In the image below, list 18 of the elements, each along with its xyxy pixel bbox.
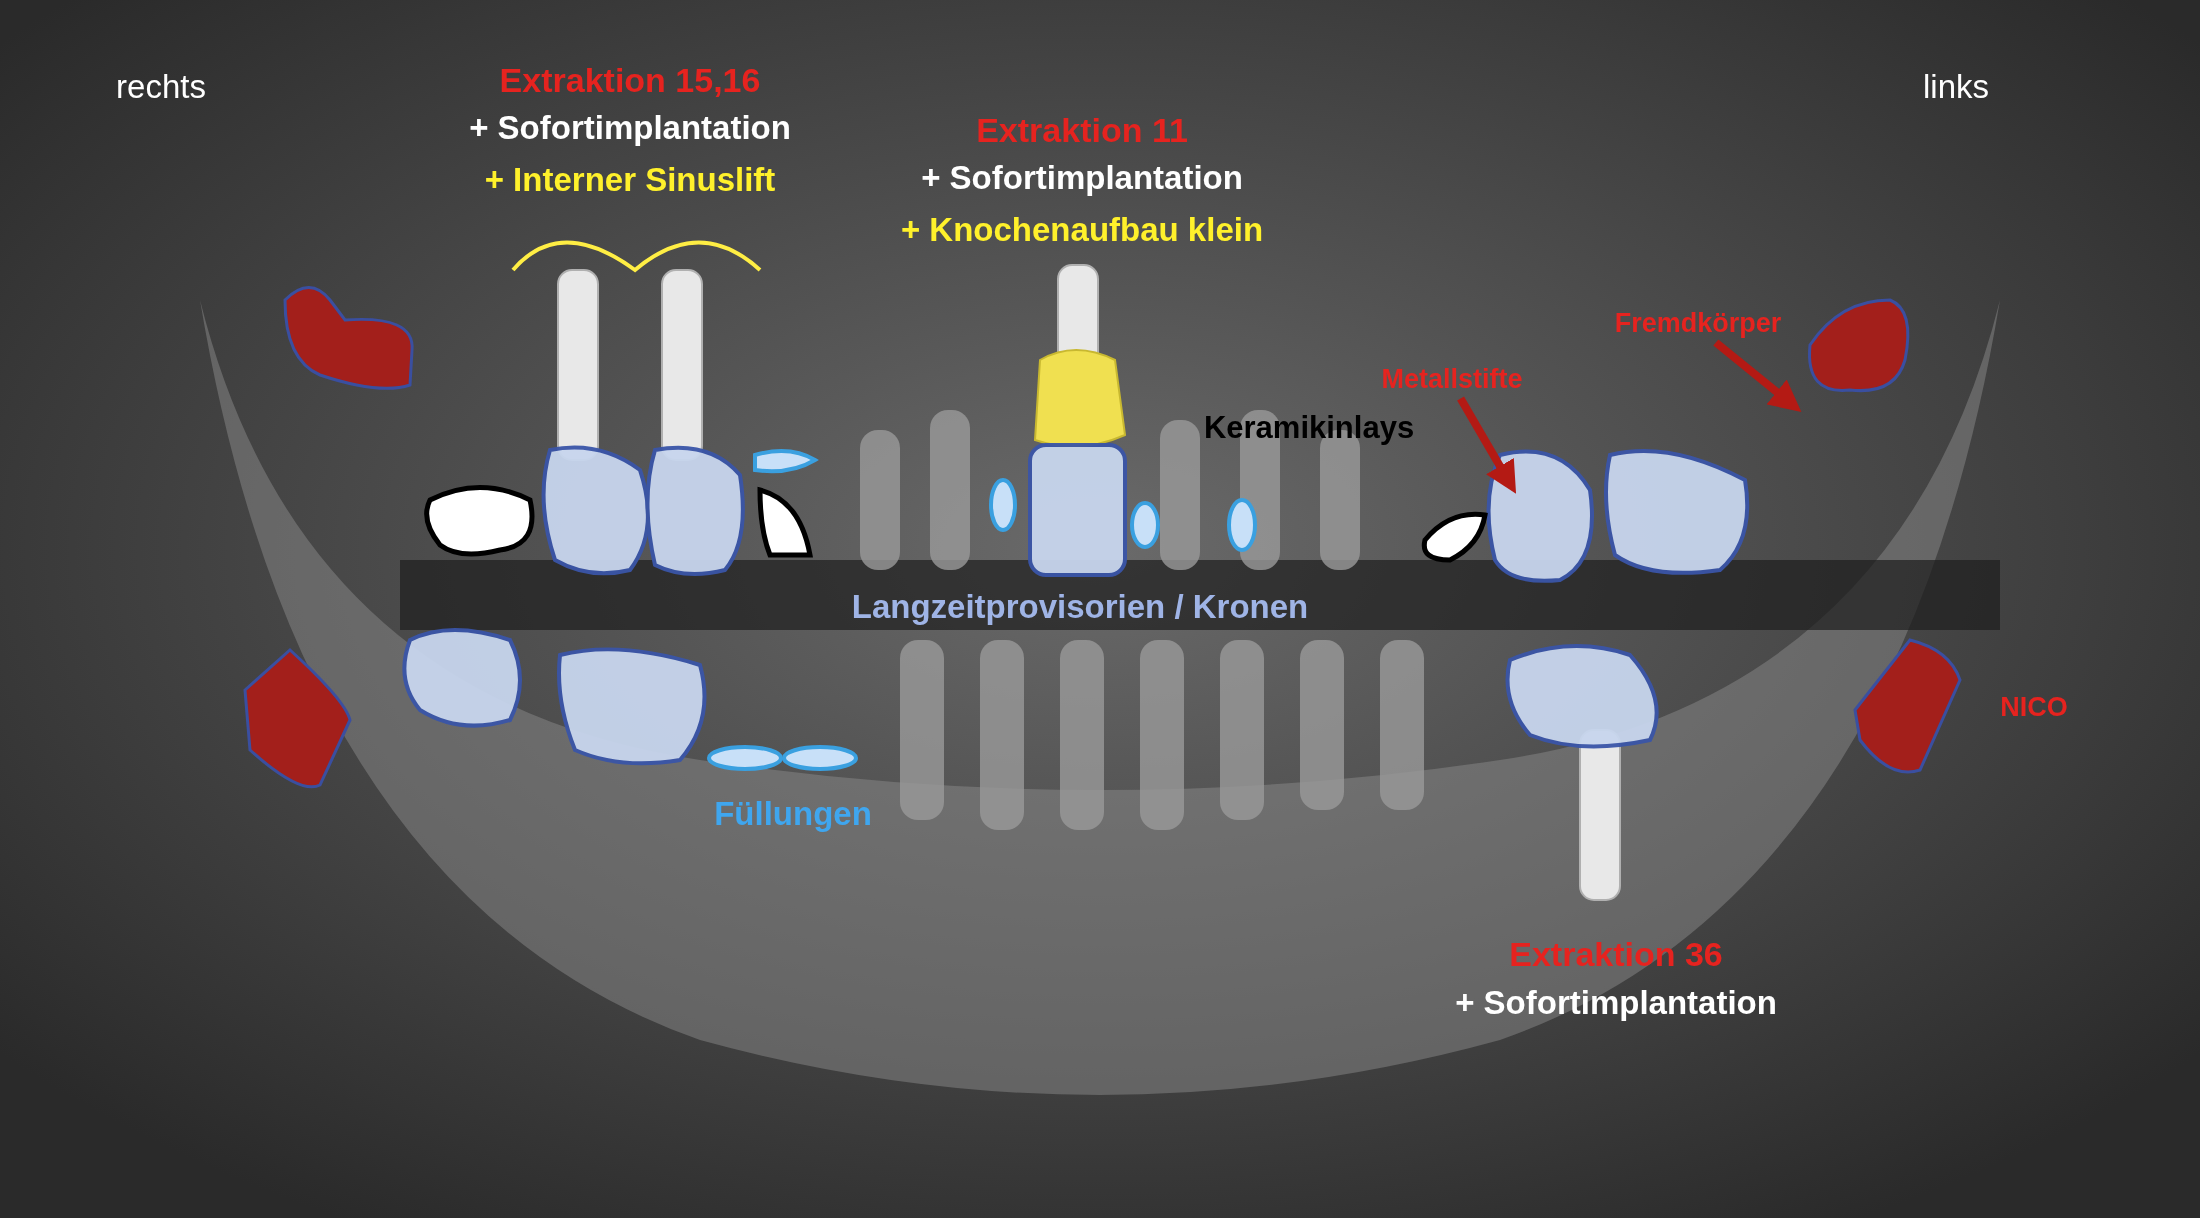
arrow [1713, 339, 1802, 413]
treatment-label: Extraktion 11 [976, 110, 1188, 150]
annotation-label: Füllungen [714, 795, 872, 833]
treatment-label: Extraktion 36 [1509, 934, 1723, 974]
annotation-label: Langzeitprovisorien / Kronen [851, 588, 1309, 626]
treatment-label: + Sofortimplantation [1455, 984, 1777, 1022]
annotation-label: Metallstifte [1381, 363, 1523, 395]
annotation-label: NICO [2000, 691, 2068, 723]
treatment-label: + Sofortimplantation [469, 109, 791, 147]
treatment-label: Extraktion 15,16 [499, 60, 761, 100]
treatment-label: + Knochenaufbau klein [900, 211, 1264, 249]
arrow [1457, 396, 1517, 494]
side-label: rechts [116, 68, 206, 106]
annotation-label: Keramikinlays [1203, 410, 1415, 446]
treatment-label: + Interner Sinuslift [484, 161, 776, 199]
treatment-label: + Sofortimplantation [921, 159, 1243, 197]
side-label: links [1923, 68, 1989, 106]
annotation-label: Fremdkörper [1614, 307, 1782, 339]
